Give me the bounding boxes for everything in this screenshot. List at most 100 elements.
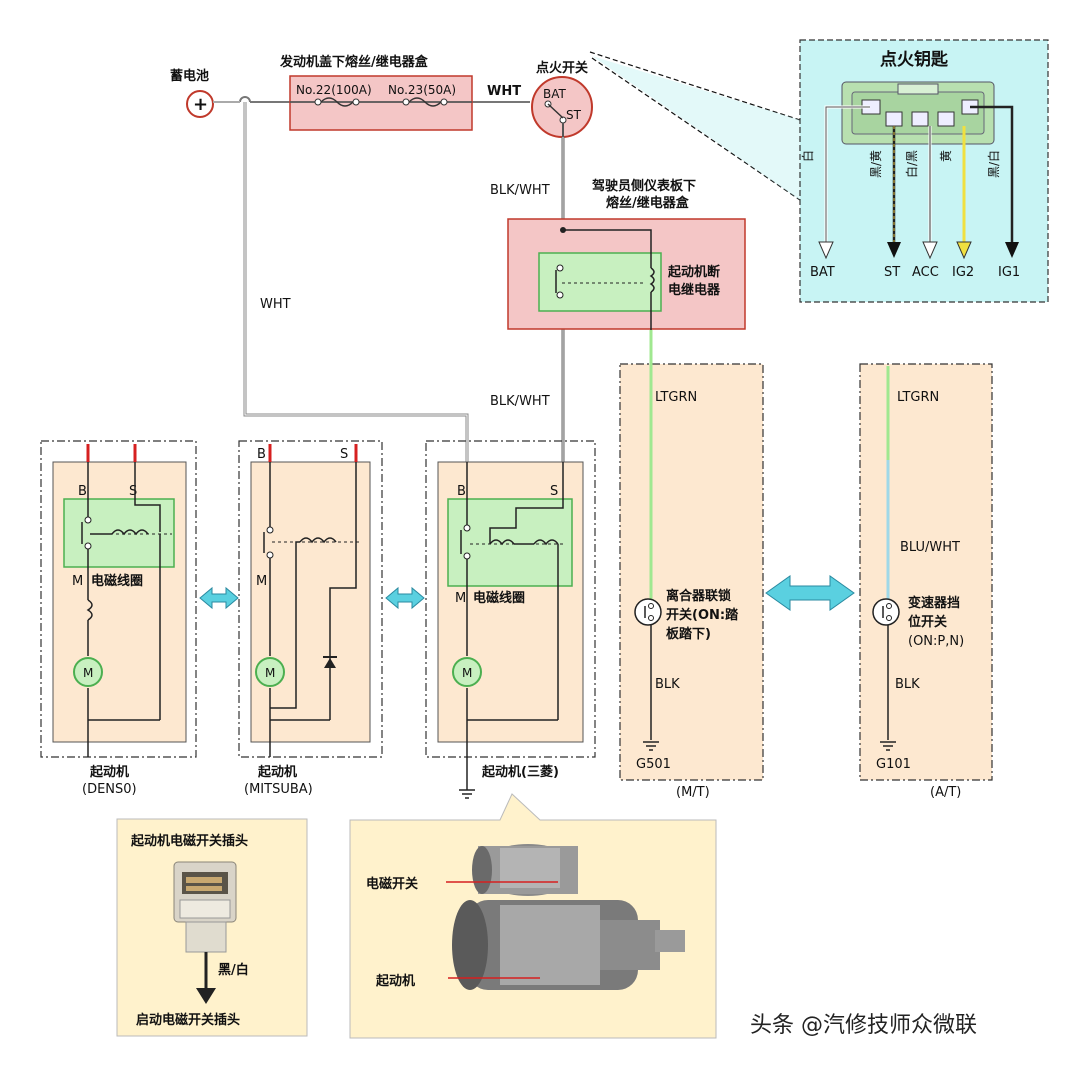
dash-fusebox-title-2: 熔丝/继电器盒 bbox=[606, 195, 690, 211]
wire-label-blk-at: BLK bbox=[895, 677, 920, 692]
relay-label-2: 电继电器 bbox=[668, 282, 721, 298]
arrow-down-icon bbox=[1005, 242, 1019, 258]
range-switch-label-2: 位开关 bbox=[908, 614, 947, 630]
connector-bottom-label: 启动电磁开关插头 bbox=[136, 1012, 240, 1028]
double-arrow-icon bbox=[385, 586, 425, 610]
terminal-s: S bbox=[550, 484, 558, 499]
wire-label-blkwht-upper: BLK/WHT bbox=[490, 183, 550, 198]
starter-panel-denso: B S M 电磁线圈 M 起动机 (DENS0) bbox=[40, 440, 197, 797]
range-switch-label-1: 变速器挡 bbox=[908, 595, 960, 611]
ground-label-g101: G101 bbox=[876, 757, 911, 772]
battery-symbol bbox=[186, 90, 214, 118]
wht-wire-left bbox=[243, 102, 469, 462]
solenoid-coil-icon bbox=[111, 529, 149, 536]
clutch-switch-label-2: 开关(ON:踏 bbox=[666, 607, 739, 623]
ground-icon bbox=[880, 741, 896, 751]
engine-fusebox: 发动机盖下熔丝/继电器盒 No.22(100A) No.23(50A) bbox=[279, 54, 473, 131]
arrow-down-icon bbox=[887, 242, 901, 258]
key-wire-color-0: 白 bbox=[800, 150, 815, 162]
motor-icon bbox=[452, 657, 482, 687]
fuse-23-icon bbox=[402, 97, 448, 107]
key-wire-color-4: 黑/白 bbox=[986, 150, 1001, 178]
dash-fusebox: 驾驶员侧仪表板下 熔丝/继电器盒 起动机断 电继电器 bbox=[507, 178, 746, 340]
arrow-down-icon bbox=[956, 241, 972, 260]
wire-label-wht-top: WHT bbox=[487, 84, 521, 99]
fuse-23-label: No.23(50A) bbox=[388, 83, 456, 97]
starter-panel-mitsuba: B S M M 起动机 (MITSUBA) bbox=[238, 440, 383, 797]
clutch-switch-icon bbox=[634, 598, 662, 626]
starter-photo-callout: 电磁开关 起动机 bbox=[349, 793, 717, 1039]
wire-label-ltgrn-mt: LTGRN bbox=[655, 390, 697, 405]
key-wire-color-1: 黑/黄 bbox=[869, 150, 883, 178]
motor-icon bbox=[73, 657, 103, 687]
arrow-down-icon bbox=[818, 241, 834, 260]
connector-title: 起动机电磁开关插头 bbox=[130, 833, 248, 849]
range-switch-icon bbox=[872, 598, 900, 626]
starter-sub: (DENS0) bbox=[82, 782, 137, 797]
starter-photo-label: 起动机 bbox=[375, 973, 415, 989]
starter-name: 起动机 bbox=[89, 764, 129, 780]
terminal-m: M bbox=[256, 574, 267, 589]
motor-label: M bbox=[83, 666, 93, 680]
at-panel: LTGRN BLU/WHT 变速器挡 位开关 (ON:P,N) BLK G101… bbox=[859, 363, 993, 800]
fuse-22-label: No.22(100A) bbox=[296, 83, 372, 97]
connector-photo bbox=[173, 861, 237, 953]
ground-icon bbox=[643, 741, 659, 751]
starter-cut-relay bbox=[538, 252, 662, 312]
wire-label-ltgrn-at: LTGRN bbox=[897, 390, 939, 405]
ignition-bat-terminal: BAT bbox=[543, 87, 567, 101]
wire-label-blkwht-lower: BLK/WHT bbox=[490, 394, 550, 409]
ground-label-g501: G501 bbox=[636, 757, 671, 772]
relay-coil-icon bbox=[649, 267, 655, 293]
dash-fusebox-title-1: 驾驶员侧仪表板下 bbox=[592, 178, 696, 194]
motor-label: M bbox=[462, 666, 472, 680]
key-terminal-ig2: IG2 bbox=[952, 265, 974, 280]
ignition-st-terminal: ST bbox=[566, 108, 582, 122]
solenoid-label: 电磁线圈 bbox=[91, 573, 143, 589]
wire-label-blk-mt: BLK bbox=[655, 677, 680, 692]
key-terminal-st: ST bbox=[884, 265, 900, 280]
double-arrow-icon bbox=[765, 575, 855, 611]
solenoid-photo-label: 电磁开关 bbox=[366, 876, 418, 892]
key-terminal-ig1: IG1 bbox=[998, 265, 1020, 280]
starter-sub: (MITSUBA) bbox=[244, 782, 313, 797]
motor-icon bbox=[255, 657, 285, 687]
range-switch-label-3: (ON:P,N) bbox=[908, 634, 964, 649]
engine-fusebox-title: 发动机盖下熔丝/继电器盒 bbox=[279, 54, 429, 70]
battery-label: 蓄电池 bbox=[170, 68, 209, 84]
battery: 蓄电池 + bbox=[170, 68, 214, 118]
solenoid-coil-icon bbox=[533, 539, 559, 546]
ignition-key-panel: 点火钥匙 白 黑/黄 白/黑 黄 黑/白 BAT S bbox=[799, 39, 1049, 303]
double-arrow-icon bbox=[199, 586, 239, 610]
starter-panel-mitsubishi: B S M 电磁线圈 M 起动机(三菱) bbox=[425, 440, 596, 799]
starter-name: 起动机(三菱) bbox=[481, 764, 559, 780]
solenoid-label: 电磁线圈 bbox=[473, 590, 525, 606]
relay-label-1: 起动机断 bbox=[667, 264, 720, 280]
arrow-down-icon bbox=[922, 241, 938, 260]
ignition-switch: 点火开关 BAT ST bbox=[531, 60, 593, 138]
starter-name: 起动机 bbox=[257, 764, 297, 780]
connector-wire-label: 黑/白 bbox=[218, 962, 249, 978]
wire-label-wht-left: WHT bbox=[260, 297, 291, 312]
at-caption: (A/T) bbox=[930, 785, 961, 800]
ignition-key-title: 点火钥匙 bbox=[880, 49, 949, 70]
clutch-switch-label-1: 离合器联锁 bbox=[666, 588, 731, 604]
field-coil-icon bbox=[86, 599, 93, 621]
terminal-b: B bbox=[457, 484, 466, 499]
watermark: 头条 @汽修技师众微联 bbox=[750, 1013, 977, 1038]
key-terminal-bat: BAT bbox=[810, 265, 835, 280]
terminal-s: S bbox=[129, 484, 137, 499]
key-connector-icon bbox=[841, 81, 995, 145]
connector-callout: 起动机电磁开关插头 黑/白 启动电磁开关插头 bbox=[116, 818, 308, 1037]
terminal-m: M bbox=[72, 574, 83, 589]
motor-label: M bbox=[265, 666, 275, 680]
ground-icon bbox=[459, 789, 475, 799]
terminal-b: B bbox=[257, 447, 266, 462]
wire-label-bluwht-at: BLU/WHT bbox=[900, 540, 960, 555]
clutch-switch-label-3: 板踏下) bbox=[666, 626, 711, 642]
mt-caption: (M/T) bbox=[676, 785, 710, 800]
terminal-m: M bbox=[455, 591, 466, 606]
terminal-s: S bbox=[340, 447, 348, 462]
fuse-22-icon bbox=[314, 97, 360, 107]
